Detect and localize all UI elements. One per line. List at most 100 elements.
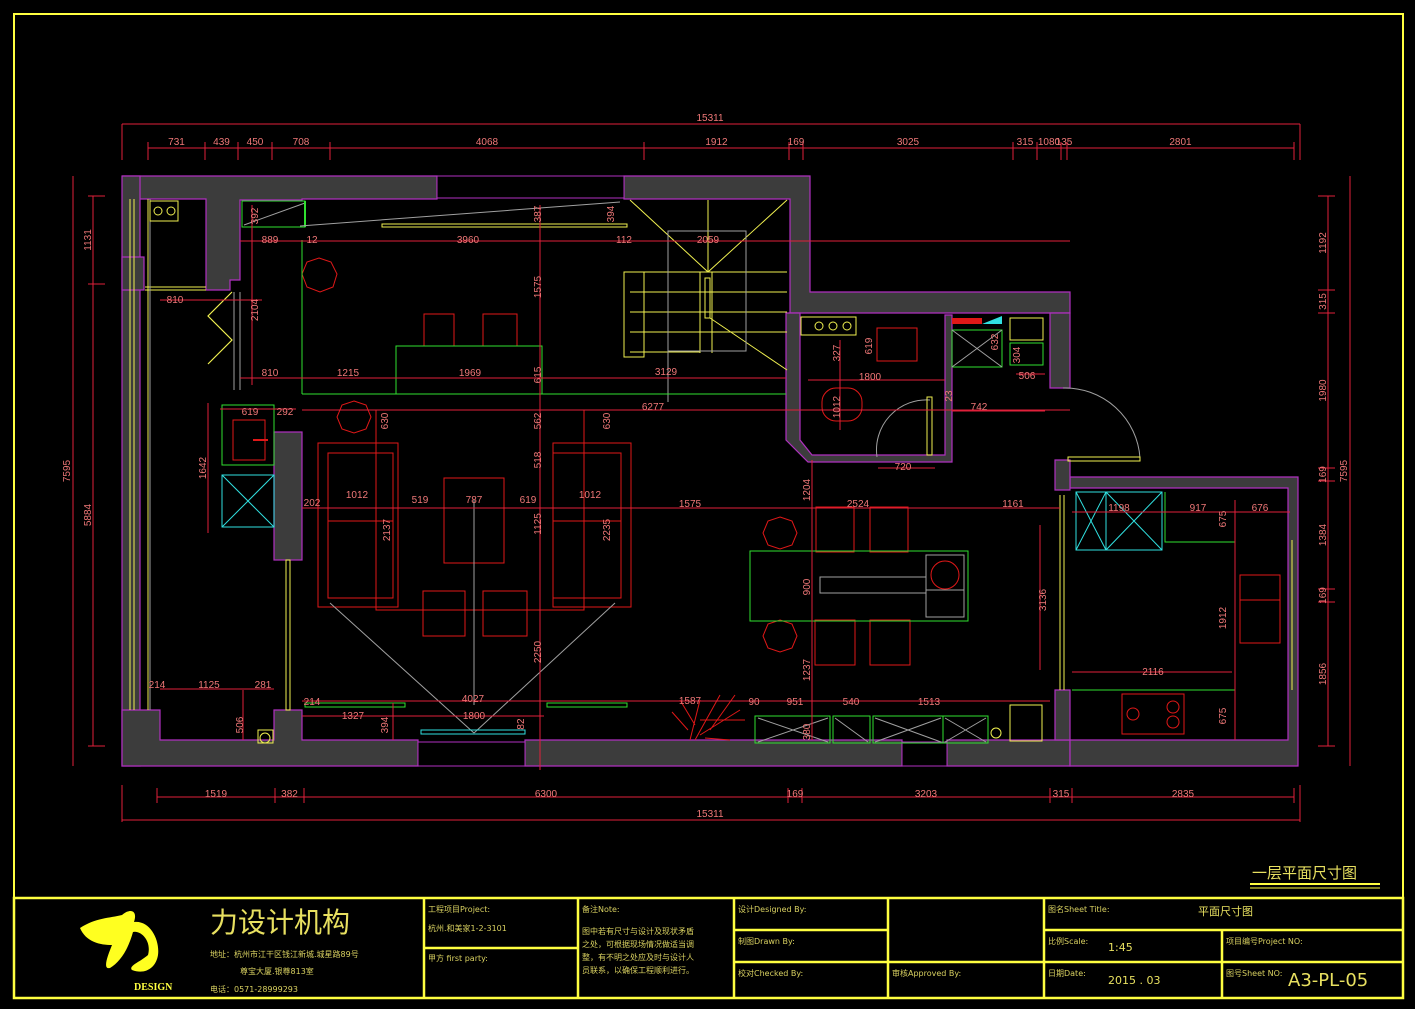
entry-door-swing xyxy=(1062,387,1141,459)
interior-dimension: 1513 xyxy=(918,697,941,708)
interior-dimension: 519 xyxy=(412,495,429,506)
interior-dimension: 2235 xyxy=(602,518,613,541)
interior-dimension: 1800 xyxy=(859,372,882,383)
right-segment-dimension: 169 xyxy=(1318,466,1329,483)
interior-dimension: 394 xyxy=(606,205,617,222)
interior-dimension: 6277 xyxy=(642,402,665,413)
interior-dimension: 304 xyxy=(1012,346,1023,363)
project-no-label: 项目编号Project NO: xyxy=(1226,936,1303,946)
note-line-3: 整，有不明之处应及时与设计人 xyxy=(582,952,694,962)
designed-by-label: 设计Designed By: xyxy=(738,904,807,914)
interior-dimension: 1215 xyxy=(337,368,360,379)
interior-dimension: 1204 xyxy=(802,478,813,501)
scale-value: 1:45 xyxy=(1108,941,1133,954)
bottom-overall-dimension: 15311 xyxy=(696,809,724,820)
interior-dimension: 387 xyxy=(533,205,544,222)
top-segment-dimension: 315 xyxy=(1017,137,1034,148)
interior-dimension: 214 xyxy=(304,697,321,708)
interior-dimension: 1912 xyxy=(1218,606,1229,629)
interior-dimension: 1161 xyxy=(1002,499,1024,510)
top-segment-dimension: 731 xyxy=(168,137,185,148)
interior-dimension: 1969 xyxy=(459,368,482,379)
interior-dimension: 1012 xyxy=(579,490,602,501)
top-segment-dimension: 1080 xyxy=(1038,137,1061,148)
interior-dimension: 810 xyxy=(262,368,279,379)
top-segment-dimension: 439 xyxy=(213,137,230,148)
interior-dimension: 1012 xyxy=(346,490,369,501)
top-segment-dimension: 2801 xyxy=(1169,137,1192,148)
interior-dimension: 392 xyxy=(250,207,261,224)
top-segment-dimension: 708 xyxy=(293,137,310,148)
date-value: 2015 . 03 xyxy=(1108,974,1160,987)
interior-dimension: 2524 xyxy=(847,499,870,510)
interior-dimension: 630 xyxy=(602,412,613,429)
top-overall-dimension: 15311 xyxy=(696,113,724,124)
bath-door-swing xyxy=(876,399,931,458)
interior-dimension: 900 xyxy=(802,578,813,595)
sheet-title-value: 平面尺寸图 xyxy=(1198,904,1253,918)
first-party-label: 甲方 first party: xyxy=(428,953,488,963)
note-line-1: 图中若有尺寸与设计及现状矛盾 xyxy=(582,926,694,936)
interior-dimension: 292 xyxy=(277,407,294,418)
interior-dimension: 951 xyxy=(787,697,804,708)
plan-title: 一层平面尺寸图 xyxy=(1252,864,1357,882)
scale-label: 比例Scale: xyxy=(1048,936,1088,946)
interior-dimension: 1125 xyxy=(198,680,220,691)
right-segment-dimension: 1980 xyxy=(1318,379,1329,402)
walls xyxy=(121,175,1299,767)
interior-dimension: 1642 xyxy=(198,456,209,479)
interior-dimension: 615 xyxy=(533,366,544,383)
interior-dimension: 327 xyxy=(832,344,843,361)
date-label: 日期Date: xyxy=(1048,969,1086,978)
bottom-segment-dimension: 315 xyxy=(1053,789,1070,800)
dimension-lines xyxy=(72,123,1351,822)
bottom-cabinets xyxy=(754,715,989,744)
left-overall-dimension: 7595 xyxy=(62,459,73,482)
interior-dimension: 518 xyxy=(533,451,544,468)
living-room-furniture xyxy=(301,257,632,637)
interior-dimension: 1012 xyxy=(832,395,843,418)
interior-dimension: 12 xyxy=(306,235,318,246)
company-logo xyxy=(80,910,159,972)
gas-stove xyxy=(1121,693,1185,735)
interior-dimension: 1125 xyxy=(533,513,544,535)
company-name: 力设计机构 xyxy=(210,906,350,939)
interior-dimension: 619 xyxy=(242,407,259,418)
interior-dimension: 720 xyxy=(895,462,912,473)
right-segment-dimension: 1384 xyxy=(1318,523,1329,546)
right-segment-dimension: 169 xyxy=(1318,587,1329,604)
decorative-plant xyxy=(671,694,745,741)
note-label: 备注Note: xyxy=(582,904,620,914)
kitchen-sink xyxy=(1239,574,1281,644)
interior-dimension: 112 xyxy=(616,235,632,246)
right-segment-dimension: 1192 xyxy=(1318,232,1329,254)
interior-dimension: 506 xyxy=(235,716,246,733)
interior-dimension: 1198 xyxy=(1108,503,1130,514)
interior-dimension: 202 xyxy=(304,498,321,509)
interior-dimension: 4027 xyxy=(462,694,485,705)
interior-dimension: 1575 xyxy=(533,275,544,298)
interior-dimension: 540 xyxy=(843,697,860,708)
washing-machine-block xyxy=(149,200,179,222)
interior-dimension: 2116 xyxy=(1142,667,1164,678)
interior-dimension: 630 xyxy=(380,412,391,429)
interior-dimension: 787 xyxy=(466,495,483,506)
approved-by-label: 审核Approved By: xyxy=(892,968,961,978)
top-segment-dimension: 4068 xyxy=(476,137,499,148)
interior-dimension: 675 xyxy=(1218,510,1229,527)
project-label: 工程项目Project: xyxy=(428,905,490,914)
shower-tray xyxy=(221,474,275,528)
interior-dimension: 1587 xyxy=(679,696,702,707)
interior-dimension: 889 xyxy=(262,235,279,246)
bottom-segment-dimension: 2835 xyxy=(1172,789,1195,800)
top-segment-dimension: 3025 xyxy=(897,137,920,148)
left-segment-dimension: 5884 xyxy=(83,503,94,526)
right-segment-dimension: 1856 xyxy=(1318,662,1329,685)
interior-dimension: 742 xyxy=(971,402,988,413)
interior-dimension: 632 xyxy=(990,333,1001,350)
interior-dimension: 506 xyxy=(1019,371,1036,382)
staircase xyxy=(623,199,788,371)
top-segment-dimension: 169 xyxy=(788,137,805,148)
interior-dimension: 2104 xyxy=(250,298,261,321)
interior-dimension: 917 xyxy=(1190,503,1207,514)
